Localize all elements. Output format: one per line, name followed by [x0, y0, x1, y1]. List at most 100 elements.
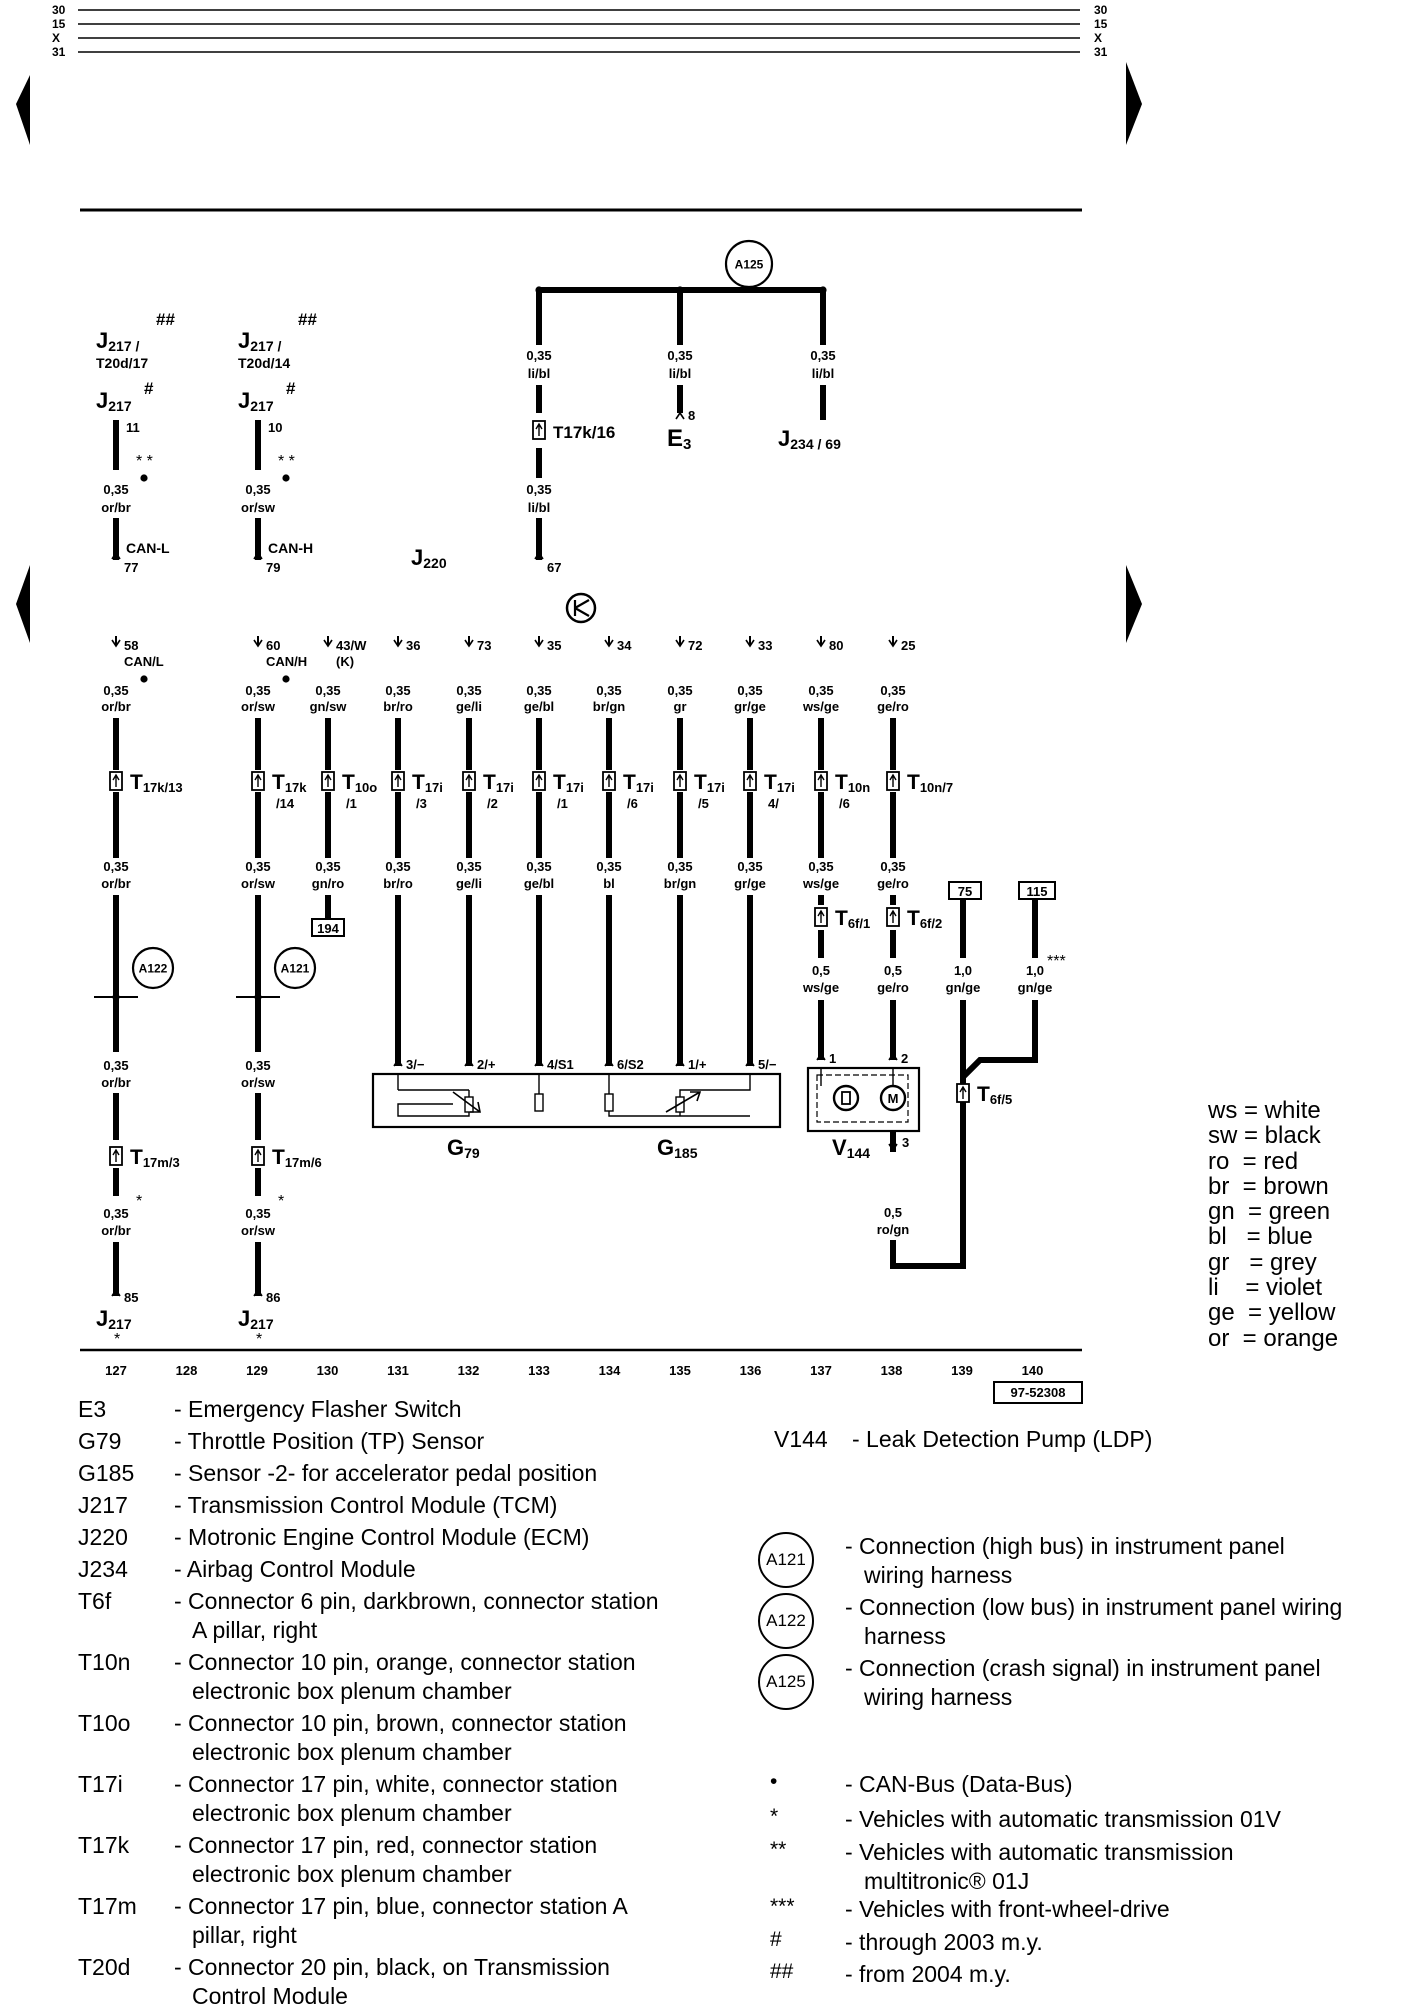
- wire-gauge: 0,35: [808, 683, 833, 698]
- pin-number: 86: [266, 1290, 280, 1305]
- g185-traces: [608, 1074, 751, 1117]
- legend-code: T17m: [78, 1893, 137, 1919]
- rail-label-left: 30: [52, 3, 66, 17]
- wire-color: ge/ro: [877, 876, 909, 891]
- track-number: 136: [740, 1363, 762, 1378]
- legend-code: E3: [78, 1396, 107, 1422]
- arrow-up-icon: [111, 551, 121, 560]
- legend-desc-cont: electronic box plenum chamber: [192, 1678, 512, 1704]
- t6f5-label: T6f/5: [977, 1083, 1012, 1107]
- wire-color: li/bl: [528, 366, 550, 381]
- j217-label: J217: [96, 388, 132, 414]
- wire-gauge: 0,35: [245, 859, 270, 874]
- legend-desc-cont: harness: [864, 1623, 946, 1649]
- wire-color: ge/li: [456, 699, 482, 714]
- reference-number: 97-52308: [1011, 1385, 1066, 1400]
- ecm-pin: 36: [406, 638, 420, 653]
- legend-desc: - CAN-Bus (Data-Bus): [845, 1771, 1073, 1797]
- wire-color: li/bl: [528, 500, 550, 515]
- splice-dot: [254, 993, 262, 1001]
- arrow-up-icon: [816, 1052, 826, 1061]
- pin-number: 85: [124, 1290, 138, 1305]
- connector-arrow-icon: [676, 773, 684, 787]
- wire-gauge: 0,35: [526, 683, 551, 698]
- track-number: 131: [387, 1363, 409, 1378]
- a122-legend-circle: A122: [758, 1593, 814, 1649]
- pin-number: 11: [126, 420, 140, 435]
- legend-connections: V144- Leak Detection Pump (LDP)A121- Con…: [758, 1425, 1408, 2015]
- legend-desc: - Sensor -2- for accelerator pedal posit…: [174, 1460, 598, 1486]
- a125-circle: [724, 239, 774, 289]
- t20d-label: T20d/14: [238, 355, 290, 371]
- ecm-pin-sub: CAN/H: [266, 654, 307, 669]
- wire-gauge: 0,35: [667, 348, 692, 363]
- a121-circle: [273, 946, 317, 990]
- j217-label: J217: [238, 388, 274, 414]
- legend-symbol: #: [770, 1928, 782, 1951]
- can-label: CAN-L: [126, 540, 170, 556]
- wire-gauge: 0,35: [385, 859, 410, 874]
- legend-desc: - Vehicles with front-wheel-drive: [845, 1896, 1170, 1922]
- track-number: 139: [951, 1363, 973, 1378]
- pump-pin: 2: [901, 1051, 908, 1066]
- pump-pin: 1: [829, 1051, 836, 1066]
- connector-arrow-icon: [254, 773, 262, 787]
- wire-color: or/sw: [241, 699, 276, 714]
- ecm-symbol-icon: [565, 592, 597, 624]
- track-number: 128: [176, 1363, 198, 1378]
- wire-ro-gn: [890, 1077, 966, 1269]
- wire-color: ge/li: [456, 876, 482, 891]
- j217-label: J217 /: [96, 328, 139, 354]
- wire-color: ws/ge: [802, 876, 839, 891]
- legend-desc-cont: multitronic® 01J: [864, 1868, 1030, 1894]
- legend-code: V144: [774, 1426, 828, 1452]
- arrow-up-icon: [253, 1288, 263, 1297]
- wire-gauge: 0,35: [245, 683, 270, 698]
- connector-pin: /6: [839, 796, 850, 811]
- wire-gauge: 0,35: [103, 683, 128, 698]
- color-key-row: br = brown: [1208, 1172, 1329, 1200]
- legend-desc: - Connector 17 pin, white, connector sta…: [174, 1771, 618, 1797]
- wire-gauge: 0,35: [667, 683, 692, 698]
- arrow-up-icon: [111, 1288, 121, 1297]
- sensor-pin: 6/S2: [617, 1057, 644, 1072]
- hash-mark: #: [144, 379, 154, 398]
- wire-color: or/sw: [241, 1075, 276, 1090]
- legend-desc: - through 2003 m.y.: [845, 1929, 1043, 1955]
- wire-gauge: 0,35: [810, 348, 835, 363]
- motor-icon-letter: M: [888, 1091, 899, 1106]
- wire-color: br/gn: [593, 699, 626, 714]
- connector-label: T17k: [272, 771, 307, 795]
- sensor-pin: 5/−: [758, 1057, 777, 1072]
- ecm-pin-sub: CAN/L: [124, 654, 164, 669]
- wire-color: gn/ro: [312, 876, 345, 891]
- wire-gauge: 0,35: [103, 482, 128, 497]
- legend-desc: - Throttle Position (TP) Sensor: [174, 1428, 485, 1454]
- track-number: 133: [528, 1363, 550, 1378]
- connector-arrow-icon: [465, 773, 473, 787]
- j217-label: J217 /: [238, 328, 281, 354]
- legend-symbol: **: [770, 1838, 787, 1861]
- g185-label: G185: [657, 1135, 698, 1161]
- wire-gauge: 0,35: [596, 683, 621, 698]
- wire-color: ws/ge: [802, 699, 839, 714]
- legend-desc: - Connector 20 pin, black, on Transmissi…: [174, 1954, 610, 1980]
- legend-desc: - Connector 17 pin, red, connector stati…: [174, 1832, 598, 1858]
- wire-gauge: 0,35: [526, 482, 551, 497]
- wire-gauge: 0,35: [315, 683, 340, 698]
- wire-gauge: 0,35: [667, 859, 692, 874]
- connector-arrow-icon: [112, 1148, 120, 1162]
- legend-desc-cont: electronic box plenum chamber: [192, 1800, 512, 1826]
- wire-gauge: 0,35: [103, 1058, 128, 1073]
- legend-desc: - Connector 17 pin, blue, connector stat…: [174, 1893, 628, 1919]
- connector-arrow-icon: [889, 909, 897, 923]
- rail-label-right: 30: [1094, 3, 1108, 17]
- connector-arrow-icon: [817, 773, 825, 787]
- legend-code: T10n: [78, 1649, 131, 1675]
- ecm-pin-sub: (K): [336, 654, 354, 669]
- legend-desc-cont: wiring harness: [864, 1562, 1013, 1588]
- legend-desc: - Connector 6 pin, darkbrown, connector …: [174, 1588, 659, 1614]
- track-number: 134: [599, 1363, 621, 1378]
- connector-arrow-icon: [254, 1148, 262, 1162]
- connector-label: T17i: [694, 771, 725, 795]
